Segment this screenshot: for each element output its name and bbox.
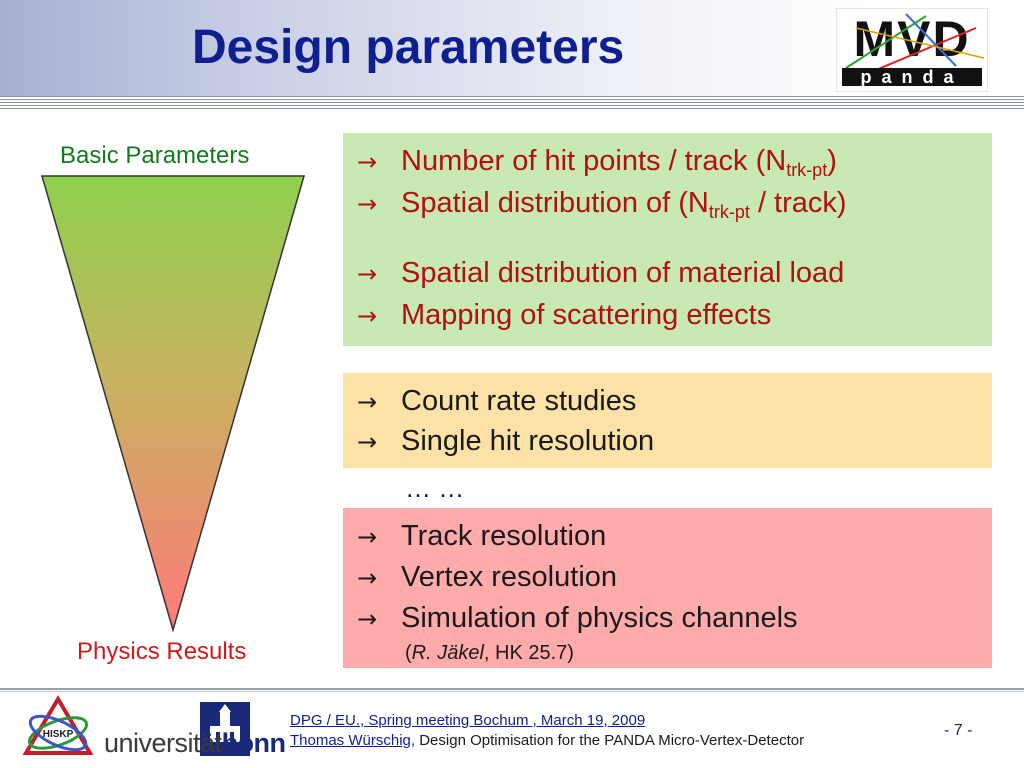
physics-results-box: →Track resolution →Vertex resolution →Si…: [343, 508, 992, 668]
continuation-ellipsis: … …: [405, 473, 465, 503]
hiskp-logo: HISKP: [22, 695, 94, 755]
panda-logo-text: panda: [860, 67, 963, 87]
detector-performance-box: →Count rate studies →Single hit resoluti…: [343, 373, 992, 468]
right-arrow-icon: →: [357, 148, 378, 176]
list-item: →Count rate studies: [357, 385, 637, 417]
list-item: →Simulation of physics channels: [357, 602, 798, 634]
right-arrow-icon: →: [357, 260, 378, 288]
footer-conference: DPG / EU., Spring meeting Bochum , March…: [290, 712, 646, 729]
right-arrow-icon: →: [357, 564, 378, 592]
footer-divider-thin: [0, 691, 1024, 692]
right-arrow-icon: →: [357, 605, 378, 633]
right-arrow-icon: →: [357, 523, 378, 551]
parameter-funnel: [41, 175, 305, 632]
list-item: →Track resolution: [357, 520, 607, 552]
bonn-crest-icon: [200, 702, 250, 756]
right-arrow-icon: →: [357, 388, 378, 416]
footer-divider: [0, 688, 1024, 690]
hiskp-logo-text: HISKP: [43, 729, 74, 740]
list-item: →Spatial distribution of material load: [357, 257, 845, 289]
funnel-bottom-label: Physics Results: [77, 638, 247, 665]
list-item: →Single hit resolution: [357, 425, 655, 457]
mvd-panda-logo: MVD panda: [836, 8, 988, 92]
university-bonn-logo: universitätbonn: [104, 728, 286, 758]
page-number: - 7 -: [944, 722, 973, 739]
funnel-triangle: [41, 175, 305, 632]
right-arrow-icon: →: [357, 190, 378, 218]
citation: (R. Jäkel, HK 25.7): [405, 642, 574, 664]
list-item: →Vertex resolution: [357, 561, 618, 593]
list-item: →Spatial distribution of (Ntrk-pt / trac…: [357, 187, 847, 222]
funnel-top-label: Basic Parameters: [60, 142, 250, 169]
header-divider: [0, 96, 1024, 110]
basic-parameters-box: →Number of hit points / track (Ntrk-pt) …: [343, 133, 992, 346]
list-item: →Mapping of scattering effects: [357, 299, 772, 331]
list-item: →Number of hit points / track (Ntrk-pt): [357, 145, 837, 180]
right-arrow-icon: →: [357, 302, 378, 330]
right-arrow-icon: →: [357, 428, 378, 456]
footer-talk-info: Thomas Würschig, Design Optimisation for…: [290, 732, 805, 749]
slide-title: Design parameters: [192, 21, 625, 74]
